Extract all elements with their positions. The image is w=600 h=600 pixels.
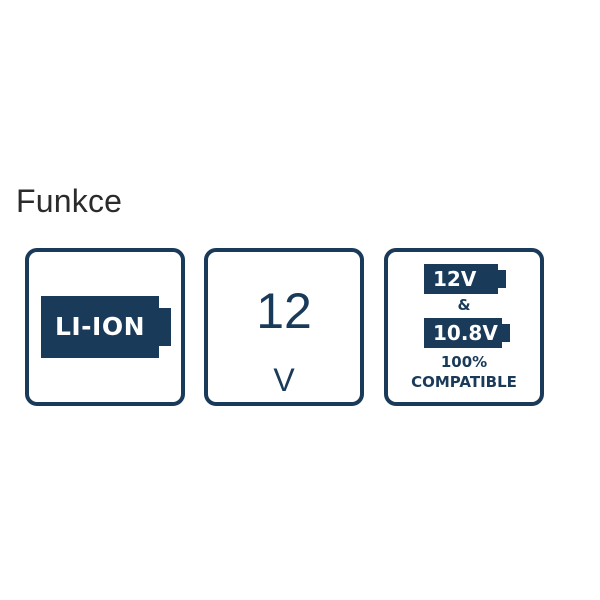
section-title: Funkce [16,183,123,219]
battery-terminal [159,308,171,346]
battery-type-label: LI-ION [54,312,146,341]
feature-tile-voltage: 12 V [204,248,364,406]
voltage-12v-label: 12V [433,267,477,291]
compatibility-label: COMPATIBLE [411,373,517,391]
voltage-10-8v-label: 10.8V [433,321,498,345]
compatibility-percent: 100% [440,353,488,371]
battery-terminal [502,324,510,342]
battery-icon: 12V [424,264,498,294]
battery-icon: LI-ION [41,296,159,358]
feature-tile-battery-type: LI-ION [25,248,185,406]
feature-tile-compatibility: 12V & 10.8V 100% COMPATIBLE [384,248,544,406]
voltage-value: 12 [256,283,312,339]
battery-icon: 10.8V [424,318,502,348]
battery-terminal [498,270,506,288]
voltage-unit: V [273,362,295,398]
ampersand-label: & [457,296,471,314]
